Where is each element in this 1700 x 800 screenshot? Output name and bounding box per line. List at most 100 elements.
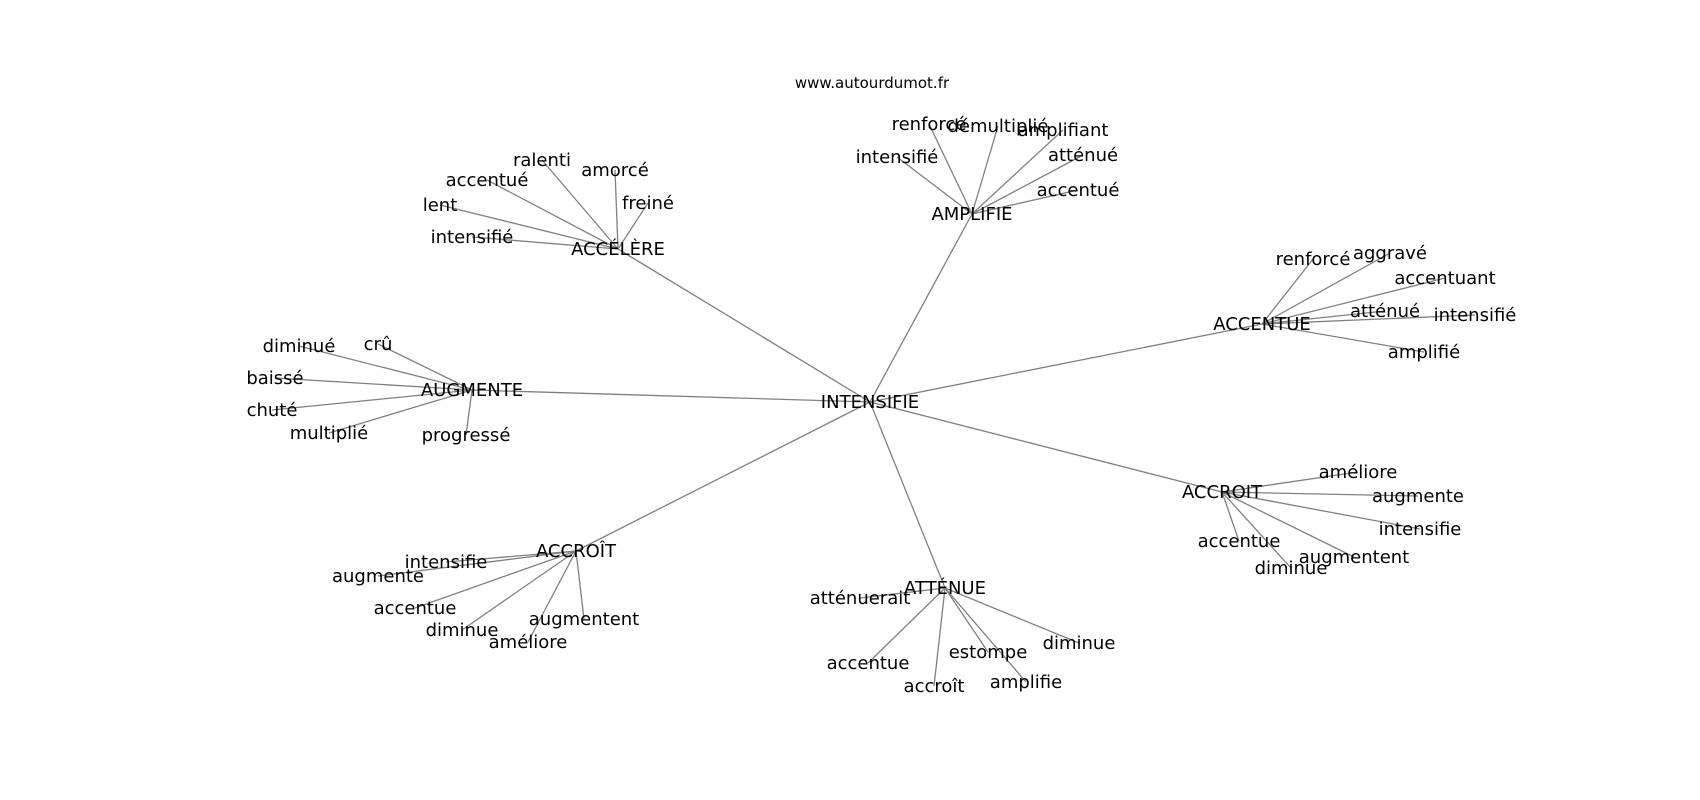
hub-node[interactable]: AUGMENTE (421, 380, 523, 401)
child-node[interactable]: amplifie (990, 672, 1062, 693)
child-node[interactable]: améliore (489, 632, 568, 653)
edge-hub-to-child (944, 587, 1080, 644)
child-node[interactable]: intensifie (405, 552, 488, 573)
child-node[interactable]: renforcé (1276, 249, 1351, 270)
child-node[interactable]: diminue (1043, 633, 1116, 654)
edge-hub-to-child (1261, 314, 1476, 325)
child-node[interactable]: atténuerait (810, 588, 911, 609)
child-node[interactable]: accentue (1198, 531, 1281, 552)
hub-node[interactable]: ACCÉLÈRE (571, 238, 665, 260)
child-node[interactable]: lent (423, 195, 458, 216)
child-node[interactable]: amplifié (1388, 342, 1460, 363)
edge-hub-to-child (1261, 310, 1386, 325)
edge-hub-to-child (414, 550, 577, 609)
edge-hub-to-child (377, 343, 473, 391)
child-node[interactable]: intensifié (1434, 305, 1517, 326)
child-node[interactable]: ralenti (513, 150, 571, 171)
child-node[interactable]: augmentent (529, 609, 639, 630)
child-node[interactable]: chuté (247, 400, 298, 421)
child-node[interactable]: atténué (1048, 145, 1118, 166)
hub-node[interactable]: AMPLIFIE (931, 204, 1012, 225)
child-node[interactable]: intensifie (1379, 519, 1462, 540)
hub-node[interactable]: ATTÉNUE (904, 577, 986, 599)
edge-hub-to-child (971, 189, 1079, 215)
child-node[interactable]: amplifiant (1018, 120, 1109, 141)
edge-hub-to-child (614, 169, 619, 250)
child-node[interactable]: diminue (426, 620, 499, 641)
child-node[interactable]: renforcé (892, 114, 967, 135)
child-node[interactable]: accentué (446, 170, 529, 191)
child-node[interactable]: estompe (949, 642, 1028, 663)
edge-hub-to-child (1221, 471, 1359, 493)
child-node[interactable]: augmente (1372, 486, 1464, 507)
edge-hub-to-child (461, 550, 577, 631)
child-node[interactable]: intensifié (856, 147, 939, 168)
edge-hub-to-child (541, 159, 619, 250)
edge-hub-to-child (439, 204, 619, 250)
child-node[interactable]: accroît (904, 676, 965, 697)
edge-hub-to-child (1221, 491, 1240, 542)
child-node[interactable]: diminue (1255, 558, 1328, 579)
child-node[interactable]: améliore (1319, 462, 1398, 483)
edge-hub-to-child (1261, 323, 1425, 353)
edge-center-to-hub (869, 401, 1223, 493)
edge-hub-to-child (1261, 252, 1391, 325)
edge-hub-to-child (928, 123, 973, 215)
hub-node[interactable]: ACCROIT (1182, 482, 1263, 503)
child-node[interactable]: atténué (1350, 301, 1420, 322)
edge-hub-to-child (1261, 277, 1446, 325)
child-node[interactable]: accentue (374, 598, 457, 619)
labels-layer: INTENSIFIE ACCÉLÈRE ralenti amorcé accentué f… (246, 114, 1516, 697)
child-node[interactable]: augmente (332, 566, 424, 587)
center-node[interactable]: INTENSIFIE (821, 392, 919, 413)
edge-hub-to-child (445, 550, 577, 563)
child-node[interactable]: baissé (246, 368, 303, 389)
watermark: www.autourdumot.fr (795, 74, 950, 92)
child-node[interactable]: accentué (1037, 180, 1120, 201)
edge-center-to-hub (869, 213, 973, 403)
edge-hub-to-child (896, 156, 973, 215)
edge-hub-to-child (575, 550, 585, 620)
edge-center-to-hub (575, 401, 871, 552)
edge-hub-to-child (377, 550, 577, 577)
child-node[interactable]: amorcé (581, 160, 649, 181)
edge-center-to-hub (869, 323, 1263, 403)
edge-hub-to-child (944, 587, 989, 653)
edge-hub-to-child (859, 587, 946, 599)
child-node[interactable]: démultiplié (947, 116, 1048, 137)
edge-hub-to-child (867, 587, 946, 664)
child-node[interactable]: progressé (422, 425, 511, 446)
edge-center-to-hub (869, 401, 946, 589)
edge-hub-to-child (1221, 491, 1419, 497)
hub-node[interactable]: ACCROÎT (536, 540, 617, 562)
edge-hub-to-child (1221, 491, 1421, 530)
child-node[interactable]: aggravé (1353, 243, 1427, 264)
edge-hub-to-child (617, 202, 649, 250)
edge-hub-to-child (271, 389, 473, 411)
edge-hub-to-child (944, 587, 1027, 683)
child-node[interactable]: multiplié (290, 423, 369, 444)
edge-hub-to-child (1261, 258, 1314, 325)
edge-hub-to-child (1221, 491, 1355, 558)
child-node[interactable]: accentuant (1394, 268, 1495, 289)
child-node[interactable]: augmentent (1299, 547, 1409, 568)
edge-hub-to-child (274, 377, 473, 391)
edge-center-to-hub (471, 389, 871, 403)
child-node[interactable]: accentue (827, 653, 910, 674)
edge-hub-to-child (486, 179, 619, 250)
edge-hub-to-child (465, 389, 473, 436)
child-node[interactable]: freiné (622, 193, 674, 214)
edge-hub-to-child (527, 550, 577, 643)
edge-hub-to-child (471, 236, 619, 250)
child-node[interactable]: diminué (263, 336, 336, 357)
edge-hub-to-child (971, 125, 999, 215)
edges-layer (271, 123, 1476, 687)
edge-hub-to-child (971, 154, 1084, 215)
edge-center-to-hub (617, 248, 871, 403)
edge-hub-to-child (1221, 491, 1292, 569)
edge-hub-to-child (298, 345, 473, 391)
edge-hub-to-child (971, 129, 1064, 215)
child-node[interactable]: crû (364, 334, 393, 355)
child-node[interactable]: intensifié (431, 227, 514, 248)
hub-node[interactable]: ACCENTUE (1213, 314, 1311, 335)
